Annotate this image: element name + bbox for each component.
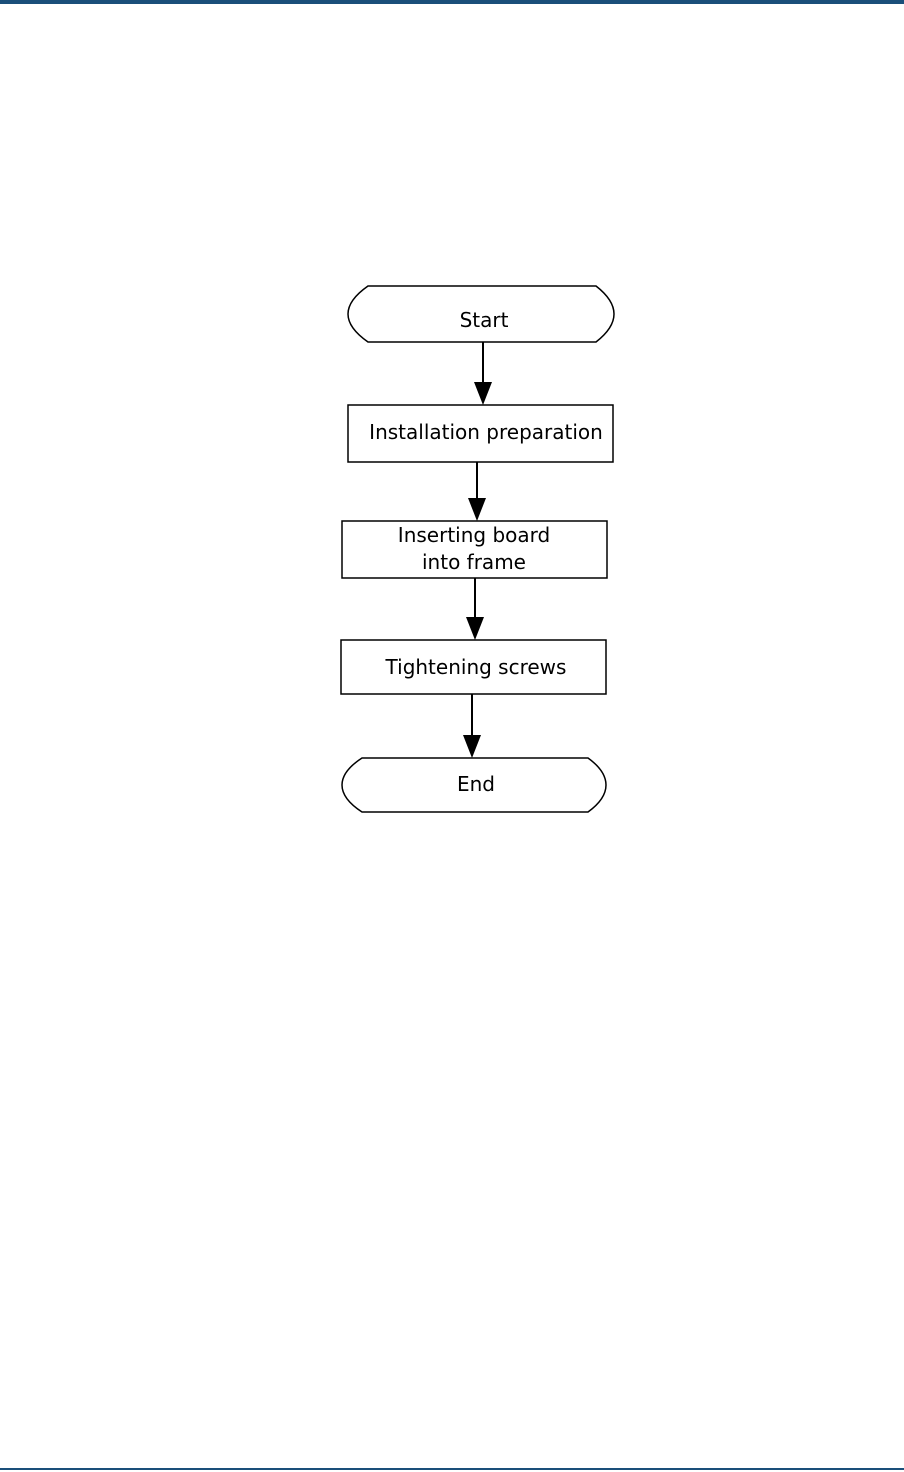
arrowhead — [463, 735, 481, 758]
node-tightening-screws: Tightening screws — [341, 640, 606, 694]
node-inserting-board: Inserting board into frame — [342, 521, 607, 578]
node-installation-preparation: Installation preparation — [348, 405, 613, 462]
footer-rule — [0, 1468, 904, 1470]
arrowhead — [474, 382, 492, 405]
node-label-line-1: Inserting board — [398, 523, 550, 547]
node-label: Start — [460, 308, 509, 332]
node-label: End — [457, 772, 495, 796]
connector-screws-to-end — [463, 694, 481, 758]
node-end: End — [342, 758, 606, 812]
arrowhead — [466, 617, 484, 640]
node-label: Tightening screws — [385, 655, 567, 679]
node-label: Installation preparation — [369, 420, 603, 444]
connector-start-to-prep — [474, 342, 492, 405]
connector-prep-to-insert — [468, 462, 486, 521]
connector-insert-to-screws — [466, 578, 484, 640]
node-label-line-2: into frame — [422, 550, 526, 574]
node-start: Start — [348, 286, 614, 342]
arrowhead — [468, 498, 486, 521]
